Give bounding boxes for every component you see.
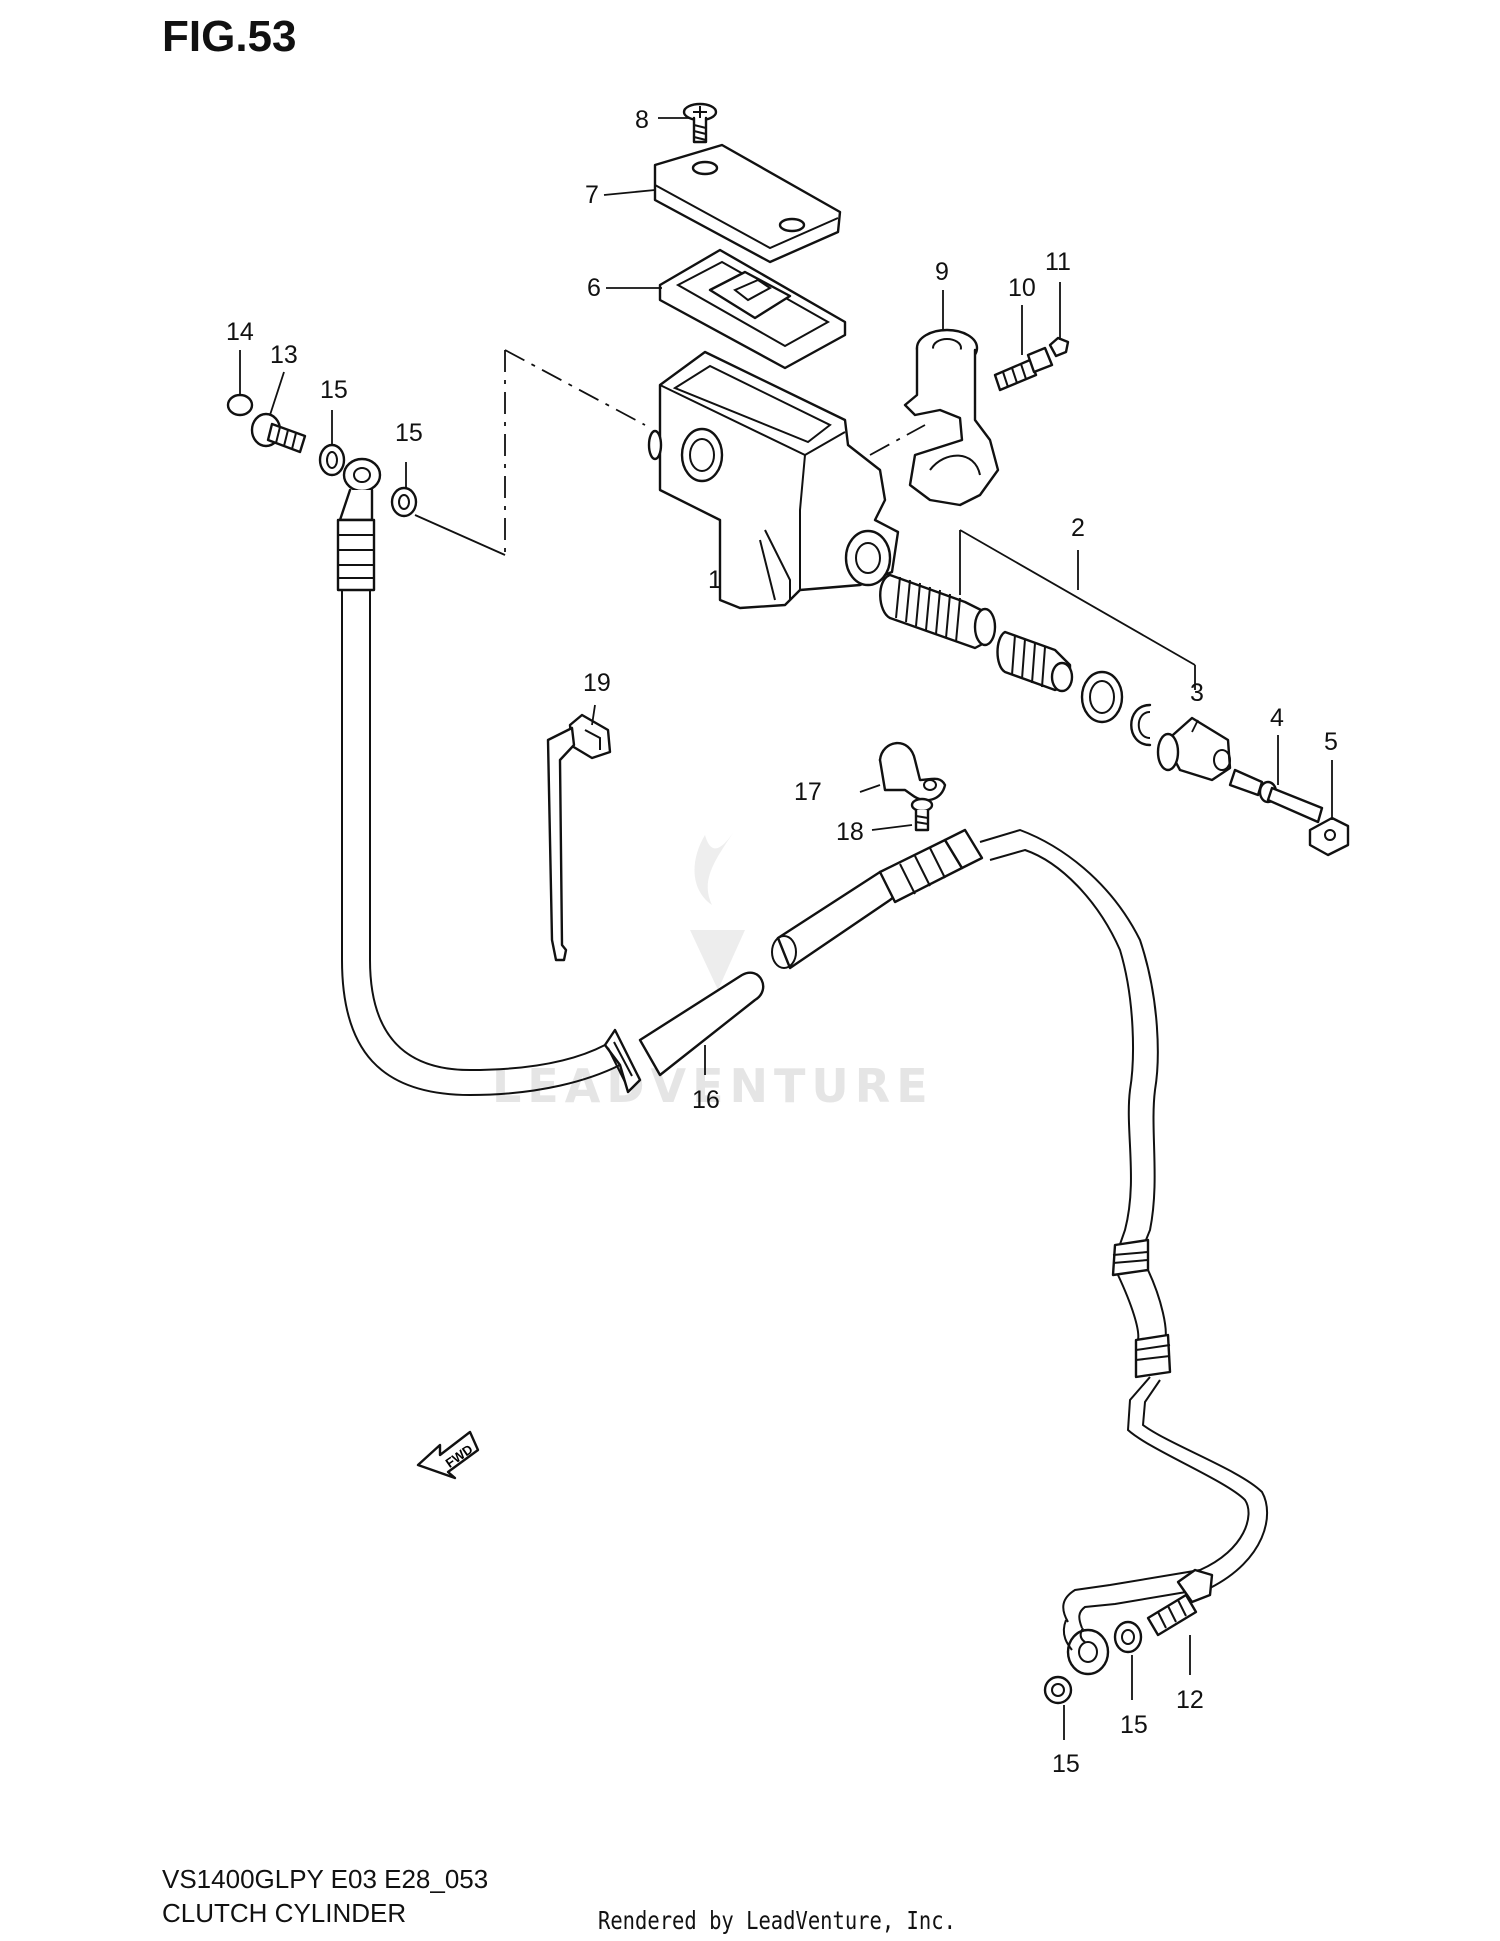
callout-11: 11: [1045, 248, 1071, 276]
fwd-arrow-icon: FWD: [416, 1430, 480, 1480]
part-3-boot: [1156, 716, 1232, 782]
part-16-clutch-hose: [336, 457, 1269, 1676]
callout-18: 18: [836, 818, 864, 846]
render-credit: Rendered by LeadVenture, Inc.: [598, 1906, 956, 1935]
callout-2: 2: [1071, 514, 1085, 542]
part-15-washer-lower-b: [1043, 1675, 1073, 1705]
model-code: VS1400GLPY E03 E28_053: [162, 1864, 489, 1894]
callout-1: 1: [708, 566, 722, 594]
part-13-bleeder-bolt: [250, 412, 307, 454]
part-1-master-cylinder: [647, 350, 900, 610]
callout-6: 6: [587, 274, 601, 302]
callout-17: 17: [794, 778, 822, 806]
part-6-diaphragm: [658, 248, 847, 370]
callout-9: 9: [935, 258, 949, 286]
figure-name: CLUTCH CYLINDER: [162, 1898, 407, 1928]
callout-16: 16: [692, 1086, 720, 1114]
part-12-union-bolt: [1146, 1568, 1214, 1637]
part-7-reservoir-cap: [653, 143, 842, 264]
watermark: LEADVENTURE: [492, 830, 934, 1113]
callout-15b: 15: [395, 419, 423, 447]
part-2-circlip: [1130, 703, 1152, 747]
callout-13: 13: [270, 341, 298, 369]
part-14-cap: [226, 393, 254, 417]
callout-4: 4: [1270, 704, 1284, 732]
callout-3: 3: [1190, 679, 1204, 707]
callout-8: 8: [635, 106, 649, 134]
part-15-washer-upper-a: [318, 443, 346, 477]
guide-lines: [414, 349, 1196, 690]
callout-5: 5: [1324, 728, 1338, 756]
part-11-nut: [1048, 336, 1070, 358]
part-5-nut: [1308, 816, 1350, 857]
callout-7: 7: [585, 181, 599, 209]
part-15-washer-lower-a: [1113, 1620, 1143, 1654]
part-4-push-rod: [1228, 768, 1324, 824]
part-9-holder: [903, 328, 1000, 507]
leader-lines: [239, 117, 1333, 1740]
part-2-seal-ring: [1080, 670, 1124, 724]
callout-15d: 15: [1052, 1750, 1080, 1778]
part-17-clamp: [878, 741, 947, 802]
callout-numbers: 8 7 6 9 10 11 14 13 15 15 1 2 3 4 5 19 1…: [226, 106, 1338, 1778]
watermark-text: LEADVENTURE: [492, 1059, 934, 1113]
callout-15a: 15: [320, 376, 348, 404]
part-10-screw: [993, 346, 1054, 392]
callout-19: 19: [583, 669, 611, 697]
part-18-screw: [910, 797, 934, 832]
part-2-piston-set: [879, 573, 1074, 693]
part-8-screw: [682, 102, 718, 144]
callout-14: 14: [226, 318, 254, 346]
callout-10: 10: [1008, 274, 1036, 302]
figure-title: FIG.53: [162, 12, 297, 61]
part-19-cable-tie: [546, 713, 612, 962]
part-15-washer-upper-b: [390, 486, 418, 518]
callout-12: 12: [1176, 1686, 1204, 1714]
callout-15c: 15: [1120, 1711, 1148, 1739]
